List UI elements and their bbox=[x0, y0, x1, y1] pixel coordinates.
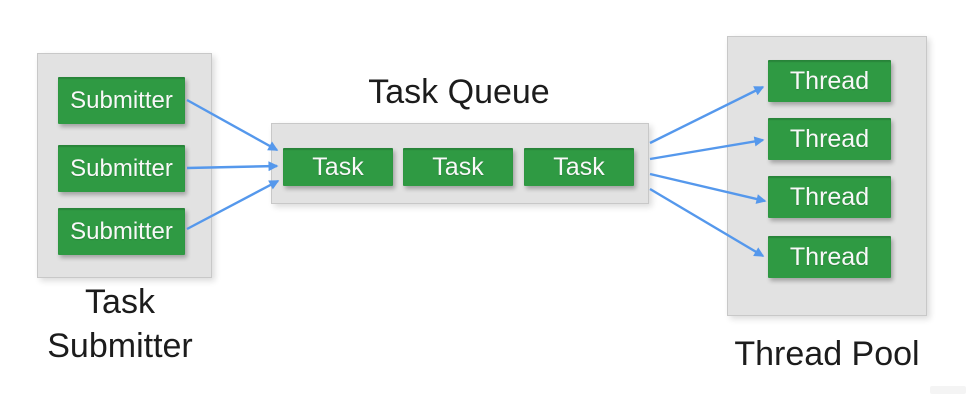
task-submitter-label-line1: Task bbox=[85, 283, 155, 321]
thread-node-2: Thread bbox=[768, 118, 891, 160]
task-submitter-label-line2: Submitter bbox=[47, 327, 193, 365]
task-submitter-label: Task Submitter bbox=[20, 280, 220, 368]
task-node-3: Task bbox=[524, 148, 634, 186]
thread-node-1: Thread bbox=[768, 60, 891, 102]
task-node-2: Task bbox=[403, 148, 513, 186]
submitter-node-3: Submitter bbox=[58, 208, 185, 255]
thread-pool-label: Thread Pool bbox=[734, 335, 920, 373]
task-node-1: Task bbox=[283, 148, 393, 186]
thread-node-4: Thread bbox=[768, 236, 891, 278]
submitter-node-1: Submitter bbox=[58, 77, 185, 124]
thread-node-3: Thread bbox=[768, 176, 891, 218]
task-queue-title: Task Queue bbox=[368, 73, 550, 111]
submitter-node-2: Submitter bbox=[58, 145, 185, 192]
watermark-artifact bbox=[930, 386, 966, 394]
